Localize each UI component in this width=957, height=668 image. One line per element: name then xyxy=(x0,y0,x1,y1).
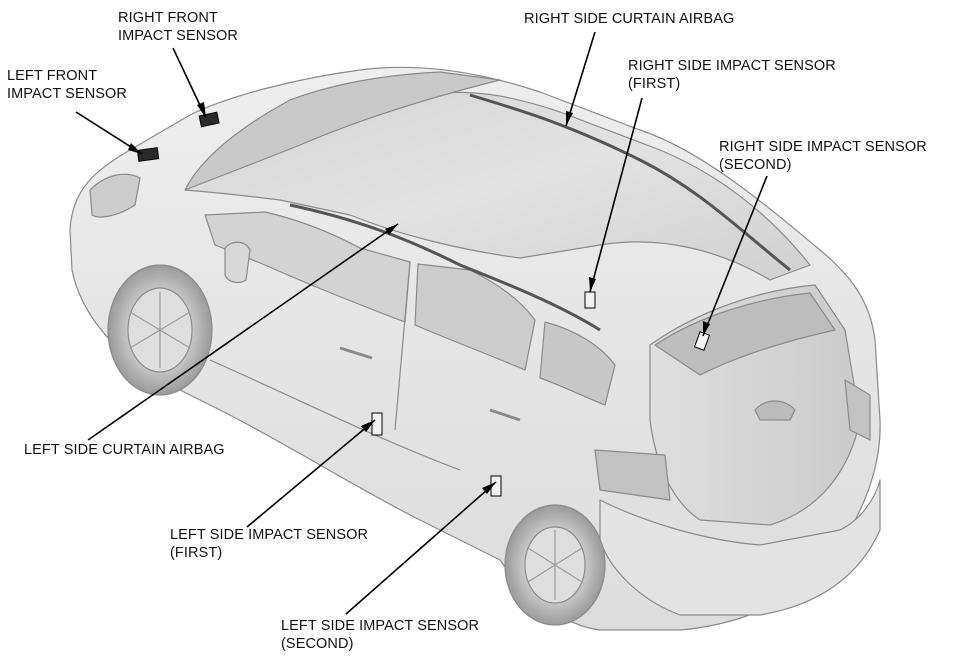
label-line: RIGHT SIDE CURTAIN AIRBAG xyxy=(524,11,735,27)
label-line: RIGHT SIDE IMPACT SENSOR xyxy=(628,58,836,74)
leader-right-side-impact-sensor-first xyxy=(589,97,643,293)
door-handle-rear xyxy=(489,408,521,422)
rear-emblem xyxy=(754,400,796,421)
rear-wheel xyxy=(504,504,606,626)
tail-light xyxy=(594,449,671,501)
door-line xyxy=(209,359,461,471)
arrow-right-side-impact-sensor-second xyxy=(703,321,710,336)
label-line: (SECOND) xyxy=(281,636,354,652)
label-line: LEFT SIDE CURTAIN AIRBAG xyxy=(24,442,225,458)
label-left-side-impact-sensor-first: LEFT SIDE IMPACT SENSOR (FIRST) xyxy=(170,526,368,562)
right-side-impact-sensor-first-part xyxy=(584,291,596,309)
arrow-right-side-curtain-airbag xyxy=(566,111,573,126)
label-line: IMPACT SENSOR xyxy=(7,86,128,102)
label-line: RIGHT SIDE IMPACT SENSOR xyxy=(719,139,927,155)
label-line: (FIRST) xyxy=(628,76,681,92)
label-right-side-impact-sensor-first: RIGHT SIDE IMPACT SENSOR (FIRST) xyxy=(628,57,836,93)
leader-right-side-impact-sensor-second xyxy=(702,175,768,337)
leader-left-side-impact-sensor-second xyxy=(345,481,497,615)
front-wheel xyxy=(107,264,213,396)
leader-arrowheads xyxy=(128,102,710,494)
arrow-left-side-impact-sensor-second xyxy=(482,482,496,494)
label-line: IMPACT SENSOR xyxy=(118,28,239,44)
left-side-impact-sensor-first-part xyxy=(371,412,383,436)
label-right-side-impact-sensor-second: RIGHT SIDE IMPACT SENSOR (SECOND) xyxy=(719,138,927,174)
door-seam xyxy=(394,261,411,431)
label-line: LEFT SIDE IMPACT SENSOR xyxy=(281,618,480,634)
left-curtain-airbag-rail xyxy=(289,203,601,332)
label-left-front-impact-sensor: LEFT FRONT IMPACT SENSOR xyxy=(7,67,127,103)
arrow-right-side-impact-sensor-first xyxy=(589,277,596,292)
leader-lines xyxy=(75,31,768,615)
tail-light-right xyxy=(844,379,871,441)
label-right-side-curtain-airbag: RIGHT SIDE CURTAIN AIRBAG xyxy=(524,10,734,28)
leader-right-side-curtain-airbag xyxy=(565,31,596,127)
windshield xyxy=(184,71,501,191)
label-line: LEFT FRONT xyxy=(7,68,98,84)
side-mirror xyxy=(224,241,251,284)
arrow-right-front-impact-sensor xyxy=(197,102,206,118)
car-body xyxy=(69,66,881,631)
label-line: RIGHT FRONT xyxy=(118,10,218,26)
label-line: (SECOND) xyxy=(719,157,792,173)
leader-left-side-curtain-airbag xyxy=(87,223,399,441)
headlight xyxy=(89,173,141,218)
label-right-front-impact-sensor: RIGHT FRONT IMPACT SENSOR xyxy=(118,9,238,45)
label-line: LEFT SIDE IMPACT SENSOR xyxy=(170,527,369,543)
rear-window xyxy=(654,292,836,376)
label-left-side-curtain-airbag: LEFT SIDE CURTAIN AIRBAG xyxy=(24,441,225,459)
door-handle-front xyxy=(339,346,373,360)
quarter-window xyxy=(539,321,616,406)
leader-left-side-impact-sensor-first xyxy=(246,419,376,528)
arrow-left-front-impact-sensor xyxy=(128,143,142,154)
left-front-impact-sensor-part xyxy=(136,147,160,162)
arrow-left-side-impact-sensor-first xyxy=(361,420,375,432)
label-left-side-impact-sensor-second: LEFT SIDE IMPACT SENSOR (SECOND) xyxy=(281,617,479,653)
arrow-left-side-curtain-airbag xyxy=(385,224,398,235)
label-line: (FIRST) xyxy=(170,545,223,561)
right-curtain-airbag-rail xyxy=(469,93,791,272)
rear-door-window xyxy=(414,263,536,371)
rear-bumper xyxy=(599,479,881,616)
